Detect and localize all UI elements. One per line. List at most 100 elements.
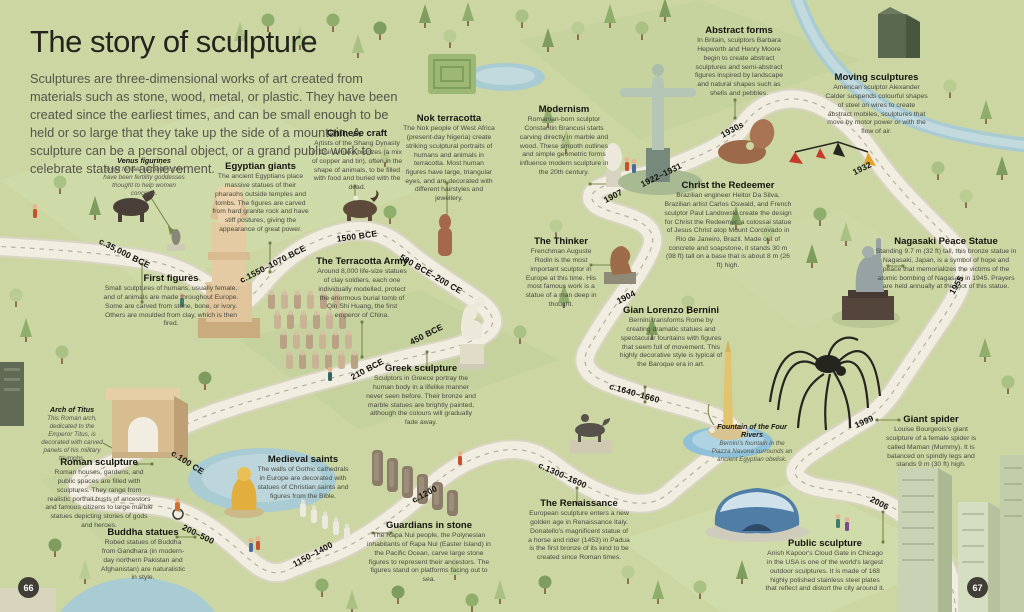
entry-heading: Venus figurines <box>117 156 171 165</box>
person <box>248 538 254 552</box>
illustration-nok-figure <box>438 214 452 256</box>
entry-body: The ancient Egyptians place massive stat… <box>212 173 309 233</box>
illustration-four-rivers-fountain <box>683 340 773 458</box>
entry-roman-sculpture: Roman sculpture Roman houses, gardens, a… <box>45 457 153 530</box>
illustration-arch-of-titus <box>106 388 188 462</box>
entry-medieval-saints: Medieval saints The walls of Gothic cath… <box>257 454 349 501</box>
entry-heading: Medieval saints <box>267 454 339 465</box>
illustration-brancusi-sculpture <box>604 143 622 187</box>
entry-heading: The Terracotta Army <box>316 256 408 267</box>
entry-body: Small sculptures of humans, usually fema… <box>103 285 239 328</box>
entry-the-thinker: The Thinker Frenchman Auguste Rodin is t… <box>522 236 600 309</box>
person <box>631 159 637 173</box>
entry-heading: Gian Lorenzo Bernini <box>622 305 720 316</box>
entry-heading: Guardians in stone <box>385 520 473 531</box>
trees <box>9 0 1015 612</box>
entry-egyptian-giants: Egyptian giants The ancient Egyptians pl… <box>212 161 309 234</box>
entry-body: This Roman arch, dedicated to the Empero… <box>41 414 103 463</box>
pond-medieval <box>188 448 336 512</box>
pond-bottom-left <box>60 577 215 612</box>
person-wheelchair <box>172 497 184 520</box>
hedge-maze <box>428 54 476 94</box>
illustration-equestrian-statue <box>570 414 612 453</box>
entry-body: Anish Kapoor's Cloud Gate in Chicago in … <box>765 550 885 593</box>
illustration-thinker-statue <box>604 246 636 284</box>
entry-the-renaissance: The Renaissance European sculpture enter… <box>528 498 630 563</box>
entry-nagasaki-peace-statue: Nagasaki Peace Statue Standing 9.7 m (32… <box>875 236 1017 292</box>
pond-top <box>465 63 545 91</box>
person <box>624 157 630 171</box>
person <box>835 514 841 528</box>
entry-body: Roman houses, gardens, and public spaces… <box>45 469 153 529</box>
entry-terracotta-army: The Terracotta Army Around 8,000 life-si… <box>316 256 408 321</box>
entry-christ-the-redeemer: Christ the Redeemer Brazilian engineer H… <box>664 180 792 271</box>
page-number-left: 66 <box>18 577 39 598</box>
entry-heading: Fountain of the Four Rivers <box>717 422 787 439</box>
entry-fountain-of-the-four-rivers: Fountain of the Four Rivers Bernini's fo… <box>710 423 794 464</box>
illustration-skyscrapers <box>898 455 1024 612</box>
illustration-cloud-gate <box>705 488 809 542</box>
entry-buddha-statues: Buddha statues Robed statues of Buddha f… <box>99 527 187 583</box>
illustration-buddha-statue <box>224 467 264 518</box>
entry-body: Small female statuettes may have been fe… <box>103 165 185 198</box>
entry-heading: Moving sculptures <box>834 72 919 83</box>
entry-body: Frenchman Auguste Rodin is the most impo… <box>525 248 597 308</box>
illustration-shang-buffalo <box>343 190 379 221</box>
entry-modernism: Modernism Romanian-born sculptor Constan… <box>519 104 609 177</box>
illustration-discus-thrower <box>456 297 488 370</box>
entry-body: Artists of the Shang Dynasty in China ma… <box>311 140 403 191</box>
illustration-egyptian-statue <box>198 186 260 338</box>
entry-heading: Chinese craft <box>326 128 388 139</box>
illustration-calder-mobile <box>789 141 876 166</box>
illustration-moai-row <box>372 450 458 516</box>
entry-body: American sculptor Alexander Calder suspe… <box>825 84 928 135</box>
entry-public-sculpture: Public sculpture Anish Kapoor's Cloud Ga… <box>765 538 885 594</box>
entry-heading: Nagasaki Peace Statue <box>894 236 998 247</box>
illustration-venus-horse <box>113 190 155 222</box>
entry-arch-of-titus: Arch of Titus This Roman arch, dedicated… <box>40 406 104 463</box>
entry-body: Brazilian engineer Heitor Da Silva, Braz… <box>664 192 792 269</box>
entry-heading: Buddha statues <box>107 527 179 538</box>
entry-moving-sculptures: Moving sculptures American sculptor Alex… <box>825 72 928 137</box>
entry-heading: The Thinker <box>534 236 588 247</box>
entry-body: Bernini transforms Rome by creating dram… <box>619 317 723 368</box>
page-number-right: 67 <box>967 577 988 598</box>
entry-body: The Rapa Nui people, the Polynesian inha… <box>367 532 491 583</box>
person <box>32 204 38 218</box>
page-title: The story of sculpture <box>30 24 318 59</box>
page-intro: Sculptures are three-dimensional works o… <box>30 71 398 176</box>
entry-body: Romanian-born sculptor Constantin Brancu… <box>519 116 609 176</box>
illustration-venus-figurine <box>167 229 185 251</box>
entry-body: The walls of Gothic cathedrals in Europe… <box>257 466 349 500</box>
entry-body: Around 8,000 life-size statues of clay s… <box>317 268 407 319</box>
person <box>844 517 850 531</box>
entry-guardians-in-stone: Guardians in stone The Rapa Nui people, … <box>367 520 491 585</box>
entry-body: Bernini's fountain in the Piazza Navona … <box>711 439 793 463</box>
entry-heading: Abstract forms <box>705 25 773 36</box>
entry-greek-sculpture: Greek sculpture Sculptors in Greece port… <box>364 363 478 428</box>
entry-heading: Giant spider <box>903 414 959 425</box>
entry-giant-spider: Giant spider Louise Bourgeois's giant sc… <box>885 414 977 470</box>
entry-body: Robed statues of Buddha from Gandhara (i… <box>100 539 186 582</box>
illustration-terracotta-army <box>268 290 358 369</box>
entry-heading: Roman sculpture <box>60 457 138 468</box>
illustration-giant-spider <box>768 336 882 431</box>
entry-heading: Modernism <box>538 104 590 115</box>
entry-gian-lorenzo-bernini: Gian Lorenzo Bernini Bernini transforms … <box>617 305 725 370</box>
entry-chinese-craft: Chinese craft Artists of the Shang Dynas… <box>311 128 403 193</box>
river <box>789 0 1024 153</box>
entry-heading: First figures <box>143 273 199 284</box>
illustration-moore-figure <box>718 119 775 164</box>
illustration-tower-top-right <box>878 7 920 58</box>
person <box>179 293 185 307</box>
illustration-building-left-edge <box>0 362 24 426</box>
person <box>255 536 261 550</box>
illustration-medieval-saints <box>300 499 350 541</box>
illustration-nagasaki-statue <box>832 238 900 328</box>
entry-heading: Christ the Redeemer <box>681 180 775 191</box>
tiny-people <box>32 157 850 552</box>
entry-heading: Nok terracotta <box>416 113 482 124</box>
entry-heading: Greek sculpture <box>384 363 458 374</box>
entry-heading: Public sculpture <box>788 538 862 549</box>
entry-heading: The Renaissance <box>540 498 618 509</box>
